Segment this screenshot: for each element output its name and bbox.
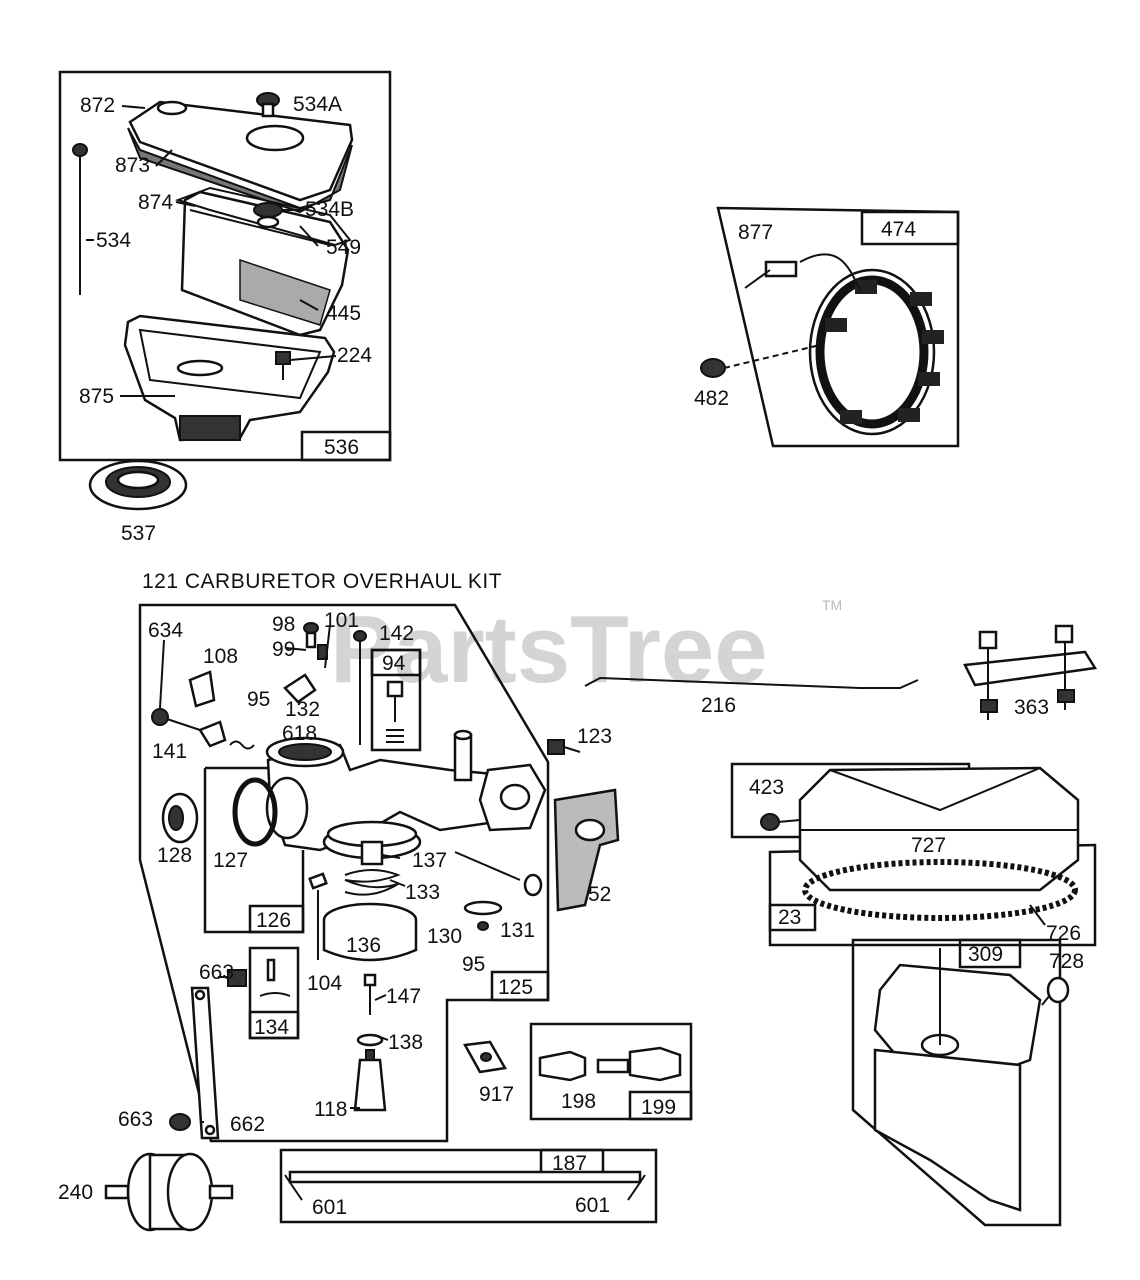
label-536: 536 [324, 436, 359, 459]
label-618: 618 [282, 722, 317, 745]
fuel-filter-240 [104, 1152, 234, 1232]
label-125: 125 [498, 976, 533, 999]
label-95a: 95 [247, 688, 270, 711]
label-240: 240 [58, 1181, 93, 1204]
label-727: 727 [911, 834, 946, 857]
label-445: 445 [326, 302, 361, 325]
label-726: 726 [1046, 922, 1081, 945]
label-728: 728 [1049, 950, 1084, 973]
box-474-tag [860, 210, 960, 246]
label-132: 132 [285, 698, 320, 721]
crankcase-group [851, 938, 1070, 1227]
air-cleaner-cover [128, 100, 354, 202]
label-108: 108 [203, 645, 238, 668]
label-662: 662 [230, 1113, 265, 1136]
box-536-frame [58, 70, 392, 462]
box-125-frame [138, 603, 550, 1143]
box-126-tag [248, 904, 305, 934]
carburetor-group [138, 603, 620, 1143]
diagram-title: 121 CARBURETOR OVERHAUL KIT [142, 570, 502, 593]
label-137: 137 [412, 849, 447, 872]
label-127: 127 [213, 849, 248, 872]
label-363: 363 [1014, 696, 1049, 719]
label-534A: 534A [293, 93, 342, 116]
label-99: 99 [272, 638, 295, 661]
label-634: 634 [148, 619, 183, 642]
box-474-frame [716, 206, 960, 448]
label-663a: 663 [199, 961, 234, 984]
label-474: 474 [881, 218, 916, 241]
label-142: 142 [379, 622, 414, 645]
flywheel-group [730, 762, 1097, 947]
air-cleaner-group [58, 70, 392, 511]
label-187: 187 [552, 1152, 587, 1175]
foam-element [127, 127, 353, 214]
box-309-frame [851, 938, 1062, 1227]
box-536-tag [300, 430, 392, 462]
label-101: 101 [324, 609, 359, 632]
label-224: 224 [337, 344, 372, 367]
label-118: 118 [314, 1098, 347, 1121]
label-601b: 601 [575, 1194, 610, 1217]
box-187-frame [279, 1148, 658, 1224]
label-104: 104 [307, 972, 342, 995]
label-549: 549 [326, 236, 361, 259]
label-663b: 663 [118, 1108, 153, 1131]
label-147: 147 [386, 985, 421, 1008]
label-482: 482 [694, 387, 729, 410]
label-917: 917 [479, 1083, 514, 1106]
label-136: 136 [346, 934, 381, 957]
label-52: 52 [588, 883, 611, 906]
governor-rod [584, 676, 919, 689]
label-94: 94 [382, 652, 406, 675]
label-134: 134 [254, 1016, 289, 1039]
carburetor-body [266, 743, 512, 852]
watermark-trademark: TM [822, 597, 842, 613]
label-534B: 534B [305, 198, 354, 221]
label-133: 133 [405, 881, 440, 904]
label-199: 199 [641, 1096, 676, 1119]
bracket-363 [963, 624, 1098, 720]
label-138: 138 [388, 1031, 423, 1054]
label-141: 141 [152, 740, 187, 763]
label-423: 423 [749, 776, 784, 799]
label-123: 123 [577, 725, 612, 748]
label-95b: 95 [462, 953, 485, 976]
ring-gear-726 [802, 859, 1078, 921]
label-23: 23 [778, 906, 801, 929]
label-126: 126 [256, 909, 291, 932]
box-199-frame [529, 1022, 693, 1121]
label-877: 877 [738, 221, 773, 244]
label-601a: 601 [312, 1196, 347, 1219]
label-537: 537 [121, 522, 156, 545]
label-872: 872 [80, 94, 115, 117]
label-873: 873 [115, 154, 150, 177]
label-216: 216 [701, 694, 736, 717]
label-98: 98 [272, 613, 295, 636]
label-130: 130 [427, 925, 462, 948]
label-198: 198 [561, 1090, 596, 1113]
label-534: 534 [96, 229, 131, 252]
label-131: 131 [500, 919, 535, 942]
label-875: 875 [79, 385, 114, 408]
gasket-52 [553, 788, 620, 912]
o-ring-127 [232, 777, 278, 847]
label-309: 309 [968, 943, 1003, 966]
label-874: 874 [138, 191, 173, 214]
armature-group [700, 206, 960, 448]
label-128: 128 [157, 844, 192, 867]
box-125-tag [490, 970, 550, 1002]
